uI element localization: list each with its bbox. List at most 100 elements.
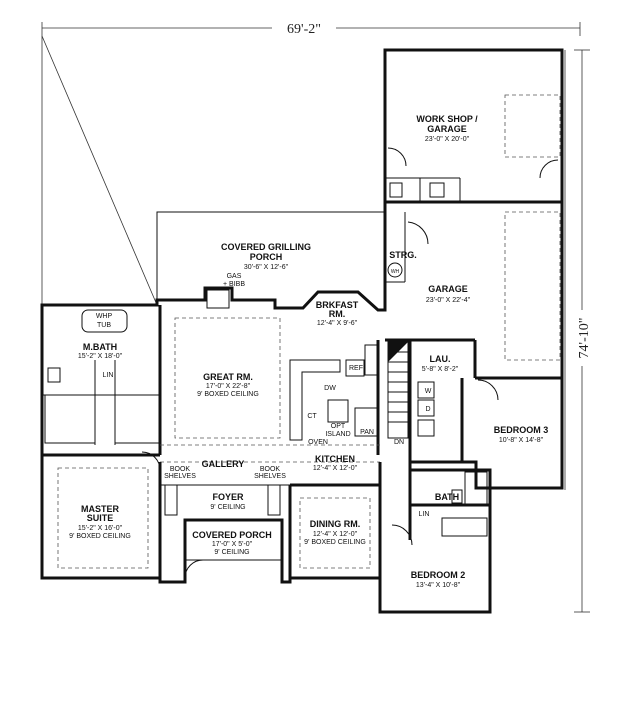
bookshelves-label-2: SHELVES xyxy=(254,473,286,480)
grilling-name-2: PORCH xyxy=(250,252,283,262)
fireplace-icon xyxy=(206,289,230,309)
bathtub-icon xyxy=(464,471,488,505)
bookshelves-label: BOOK xyxy=(260,466,281,473)
great-room-size: 17'-0" X 22'-8" xyxy=(206,383,251,390)
oven-label: OVEN xyxy=(308,439,328,446)
opt-label: OPT xyxy=(331,423,346,430)
dryer-label: D xyxy=(425,406,430,413)
room-workshop: WORK SHOP / GARAGE 23'-0" X 20'-0" xyxy=(416,114,478,143)
gas-label: GAS xyxy=(227,273,242,280)
pantry-label: PAN xyxy=(360,429,374,436)
room-grilling-porch: COVERED GRILLING PORCH 30'-6" X 12'-6" xyxy=(221,242,311,271)
bedroom2-name: BEDROOM 2 xyxy=(411,570,466,580)
covered-porch-ceiling: 9' CEILING xyxy=(214,549,249,556)
room-garage: GARAGE 23'-0" X 22'-4" xyxy=(426,284,471,304)
washer-icon xyxy=(417,381,435,399)
breakfast-size: 12'-4" X 9'-6" xyxy=(317,320,358,327)
depth-dimension: 74'-10" xyxy=(564,49,592,613)
kitchen-fixtures xyxy=(289,340,380,455)
master-bath-size: 15'-2" X 18'-0" xyxy=(78,353,123,360)
washer-label: W xyxy=(425,388,432,395)
counter xyxy=(364,344,378,376)
workshop-size: 23'-0" X 20'-0" xyxy=(425,136,470,143)
room-kitchen: KITCHEN 12'-4" X 12'-0" xyxy=(313,454,358,472)
door-swing-icon xyxy=(477,379,499,401)
bookshelves-label: BOOK xyxy=(170,466,191,473)
master-bath-name: M.BATH xyxy=(83,342,117,352)
bath-walls xyxy=(391,470,490,546)
counter-label: CT xyxy=(307,413,317,420)
laundry-walls xyxy=(408,340,499,462)
laundry-name: LAU. xyxy=(430,354,451,364)
room-laundry: LAU. 5'-8" X 8'-2" W D xyxy=(422,354,459,413)
ref-label: REF xyxy=(349,365,363,372)
door-swing-icon xyxy=(387,147,407,167)
storage-label: STRG. xyxy=(389,250,417,260)
exterior-walls xyxy=(40,48,564,614)
dining-size: 12'-4" X 12'-0" xyxy=(313,531,358,538)
garage-walls xyxy=(385,212,562,380)
closet xyxy=(114,394,161,444)
room-master-suite: MASTER SUITE 15'-2" X 16'-0" 9' BOXED CE… xyxy=(69,504,131,540)
garage-size: 23'-0" X 22'-4" xyxy=(426,297,471,304)
laundry-size: 5'-8" X 8'-2" xyxy=(422,366,459,373)
breakfast-name-2: RM. xyxy=(329,309,346,319)
master-suite-name-2: SUITE xyxy=(87,513,114,523)
foyer-name: FOYER xyxy=(212,492,244,502)
garage-name: GARAGE xyxy=(428,284,468,294)
toilet-icon xyxy=(389,182,403,198)
room-bath: BATH LIN xyxy=(419,492,460,518)
kitchen-name: KITCHEN xyxy=(315,454,355,464)
closet xyxy=(44,394,96,444)
depth-label: 74'-10" xyxy=(577,318,592,359)
dishwasher-label: DW xyxy=(324,385,336,392)
door-swing-icon xyxy=(407,221,429,245)
closet xyxy=(441,517,488,537)
stairs xyxy=(387,341,409,439)
stairs-down-label: DN xyxy=(394,439,404,446)
grilling-porch-outline xyxy=(156,211,385,300)
water-heater-label: WH xyxy=(391,269,400,275)
toilet-icon xyxy=(47,367,61,383)
door-swing-icon xyxy=(391,524,413,546)
room-bedroom-3: BEDROOM 3 10'-8" X 14'-8" xyxy=(494,425,549,444)
great-room-ceiling: 9' BOXED CEILING xyxy=(197,391,259,398)
water-heater-icon xyxy=(387,262,403,278)
bookshelves-label-2: SHELVES xyxy=(164,473,196,480)
covered-porch-size: 17'-0" X 5'-0" xyxy=(212,541,253,548)
door-swing-icon xyxy=(184,559,204,579)
room-breakfast: BRKFAST RM. 12'-4" X 9'-6" xyxy=(316,300,359,327)
breakfast-name: BRKFAST xyxy=(316,300,359,310)
grilling-name: COVERED GRILLING xyxy=(221,242,311,252)
workshop-name: WORK SHOP / xyxy=(416,114,478,124)
workshop-name-2: GARAGE xyxy=(427,124,467,134)
bath-name: BATH xyxy=(435,492,459,502)
bookshelves xyxy=(164,484,178,516)
front-walls xyxy=(158,444,382,579)
room-covered-porch: COVERED PORCH 17'-0" X 5'-0" 9' CEILING xyxy=(192,530,272,556)
room-bedroom-2: BEDROOM 2 13'-4" X 10'-8" xyxy=(411,570,466,589)
width-label: 69'-2" xyxy=(287,22,321,37)
great-room-name: GREAT RM. xyxy=(203,372,253,382)
bibb-label: + BIBB xyxy=(223,281,245,288)
dining-name: DINING RM. xyxy=(310,519,361,529)
master-suite-size: 15'-2" X 16'-0" xyxy=(78,525,123,532)
gallery-name: GALLERY xyxy=(202,459,245,469)
door-swing-icon xyxy=(539,159,559,179)
width-dimension: 69'-2" xyxy=(41,18,581,306)
linen-label: LIN xyxy=(419,511,430,518)
master-suite-name: MASTER xyxy=(81,504,120,514)
master-suite-ceiling: 9' BOXED CEILING xyxy=(69,533,131,540)
covered-porch-name: COVERED PORCH xyxy=(192,530,272,540)
sink-icon xyxy=(429,182,445,198)
whp-label: WHP xyxy=(96,313,113,320)
island-icon xyxy=(327,399,349,423)
linen-label: LIN xyxy=(103,372,114,379)
toilet-icon xyxy=(451,489,463,504)
refrigerator-icon xyxy=(345,359,365,377)
room-foyer: FOYER 9' CEILING xyxy=(210,492,245,511)
room-dining: DINING RM. 12'-4" X 12'-0" 9' BOXED CEIL… xyxy=(304,519,366,546)
island-label: ISLAND xyxy=(325,431,350,438)
foyer-ceiling: 9' CEILING xyxy=(210,504,245,511)
